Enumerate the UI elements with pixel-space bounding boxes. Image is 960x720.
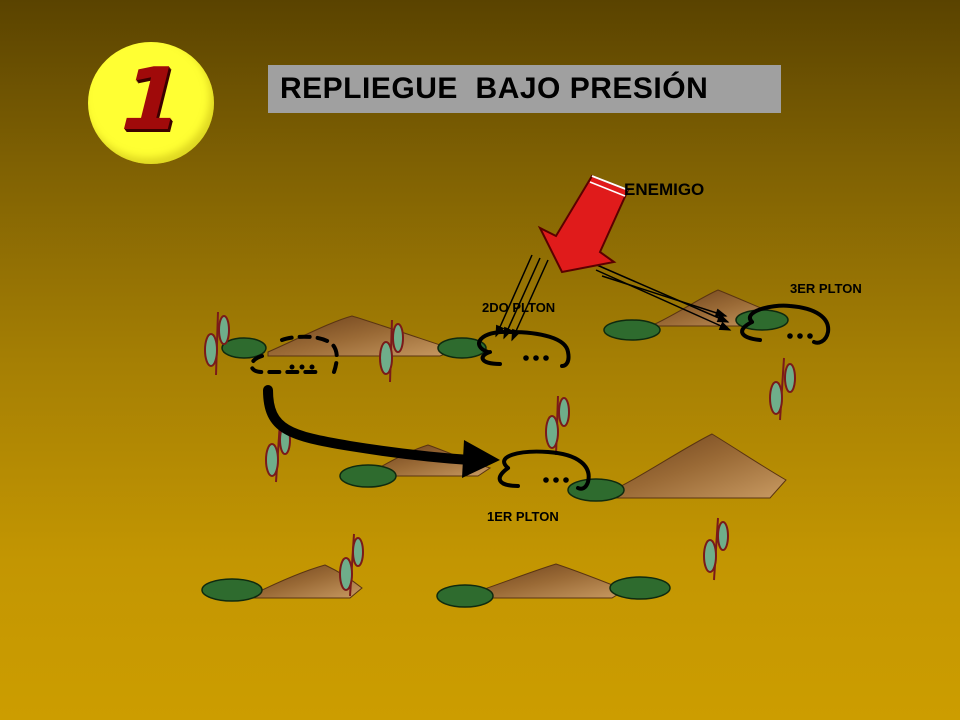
- terrain-mound: [604, 433, 787, 499]
- bush: [567, 478, 625, 502]
- slide-title: REPLIEGUE BAJO PRESIÓN: [280, 72, 709, 105]
- platoon-1-label: 1ER PLTON: [487, 509, 559, 524]
- tree: [379, 319, 404, 383]
- platoon-position-2do: [477, 329, 571, 368]
- title-banner: REPLIEGUE BAJO PRESIÓN: [268, 65, 781, 113]
- fire-line-to-2do: [503, 257, 541, 340]
- terrain-mounds: [249, 289, 787, 599]
- tree: [204, 311, 230, 376]
- enemy-arrow: [537, 174, 630, 274]
- fire-line-to-3er: [589, 261, 730, 323]
- fire-line-to-3er: [595, 269, 732, 331]
- slide-number-badge: 1: [88, 42, 214, 164]
- bush: [221, 337, 267, 359]
- enemy-label: ENEMIGO: [624, 180, 705, 199]
- bush: [436, 584, 494, 608]
- bush: [603, 319, 661, 341]
- slide-number: 1: [108, 50, 194, 150]
- trees: [204, 311, 796, 597]
- platoon-position-3er: [740, 303, 831, 345]
- tree: [545, 395, 570, 456]
- platoon-position-vacated: [249, 334, 339, 374]
- tree: [339, 533, 364, 597]
- platoon-3-label: 3ER PLTON: [790, 281, 862, 296]
- terrain-mound: [469, 563, 627, 599]
- platoon-position-1er: [497, 449, 591, 491]
- fire-line-to-3er: [601, 275, 728, 318]
- tree: [769, 357, 796, 421]
- platoon-positions: [249, 303, 831, 491]
- bush: [609, 576, 671, 600]
- bush: [201, 578, 263, 602]
- fire-line-to-2do: [511, 259, 549, 342]
- fire-lines: [495, 254, 732, 342]
- bush: [437, 337, 487, 359]
- tree: [703, 517, 729, 581]
- terrain-mound: [249, 564, 363, 599]
- platoon-2-label: 2DO PLTON: [482, 300, 556, 315]
- terrain-mound: [267, 315, 457, 357]
- bush: [339, 464, 397, 488]
- withdrawal-arrow: [263, 385, 500, 478]
- fire-line-to-2do: [495, 254, 533, 338]
